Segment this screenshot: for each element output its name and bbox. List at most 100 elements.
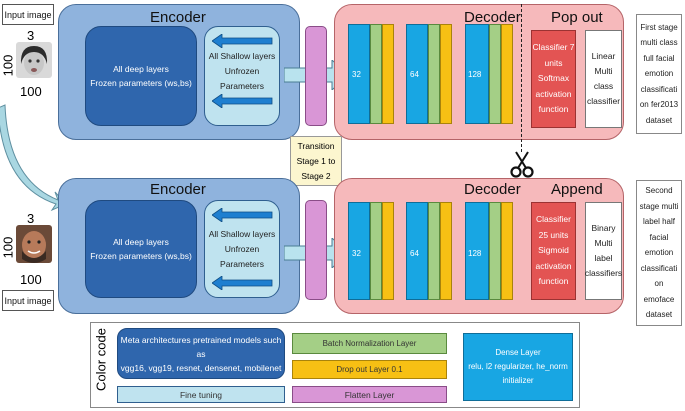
scissors-icon	[510, 151, 534, 178]
stage2-flatten-layer	[305, 200, 327, 300]
legend-dense: Dense Layer relu, l2 regularizer, he_nor…	[463, 333, 573, 401]
legend-dropout: Drop out Layer 0.1	[292, 360, 447, 379]
desc-line: emoface	[643, 294, 675, 304]
cls-line: units	[544, 57, 563, 68]
shallow-line3: Parameters	[220, 258, 264, 269]
desc-line: facial	[649, 232, 669, 242]
stage1-flatten-layer	[305, 26, 327, 126]
channels-label-top: 3	[27, 28, 35, 43]
cls-line: Sigmoid	[538, 245, 569, 256]
width-label-top: 100	[20, 84, 42, 99]
stage1-encoder-title: Encoder	[150, 9, 206, 26]
height-label-bottom: 100	[0, 236, 16, 259]
desc-line: full facial	[643, 53, 675, 63]
shallow-line1: All Shallow layers	[208, 50, 276, 61]
stage2-decoder-title: Decoder	[464, 181, 521, 198]
desc-line: on	[654, 279, 664, 289]
transition-box: Transition Stage 1 to Stage 2	[290, 136, 342, 186]
stage2-bn-128	[489, 202, 501, 300]
stage2-dense-32	[348, 202, 370, 300]
lin-line: class	[593, 81, 614, 91]
stage1-deep-layers: All deep layers Frozen parameters (ws,bs…	[85, 26, 197, 126]
stage1-drop-64	[440, 24, 452, 124]
dense-line2: relu, l2 regularizer, he_norm	[468, 362, 568, 371]
legend-batch-norm: Batch Normalization Layer	[292, 333, 447, 354]
meta-line2: vgg16, vgg19, resnet, densenet, mobilene…	[120, 362, 282, 373]
stage2-append-title: Append	[551, 181, 603, 198]
desc-line: Second	[645, 186, 673, 196]
cls-line: Classifier	[536, 214, 571, 225]
face-photo-bottom	[16, 225, 52, 263]
stage2-bn-64	[428, 202, 440, 300]
bin-line: Multi	[594, 238, 613, 248]
stage2-description: Second stage multi label half facial emo…	[636, 180, 682, 326]
desc-line: multi class	[640, 38, 678, 48]
stage1-unit-32: 32	[352, 70, 361, 79]
dense-line3: initializer	[502, 376, 534, 385]
stage1-popout-title: Pop out	[551, 9, 603, 26]
height-label-top: 100	[0, 54, 16, 77]
channels-label-bottom: 3	[27, 211, 35, 226]
stage1-bn-128	[489, 24, 501, 124]
desc-line: First stage	[640, 22, 678, 32]
stage1-bn-32	[370, 24, 382, 124]
dense-line1: Dense Layer	[495, 348, 541, 357]
desc-line: classificati	[640, 84, 678, 94]
transition-line: Stage 1 to	[296, 155, 336, 166]
desc-line: emotion	[644, 69, 674, 79]
person-photo-icon	[16, 225, 52, 263]
stage2-dense-128	[465, 202, 489, 300]
cls-line: Softmax	[537, 73, 570, 84]
face-photo-top	[16, 42, 52, 78]
cls-line: 25 units	[538, 229, 569, 240]
left-arrow-icon	[212, 208, 273, 222]
shallow-line1: All Shallow layers	[208, 228, 276, 239]
deep-line1: All deep layers	[113, 237, 169, 247]
stage1-bn-64	[428, 24, 440, 124]
stage1-shallow-text: All Shallow layers Unfrozen Parameters	[206, 50, 278, 92]
stage1-unit-128: 128	[468, 70, 482, 79]
desc-line: classificati	[640, 263, 678, 273]
transition-line: Stage 2	[301, 170, 331, 181]
desc-line: emotion	[644, 248, 674, 258]
legend-flatten: Flatten Layer	[292, 386, 447, 403]
stage1-dense-32	[348, 24, 370, 124]
cls-line: activation	[535, 88, 572, 99]
left-arrow-icon	[212, 94, 273, 108]
desc-line: stage multi	[639, 201, 679, 211]
cls-line: function	[538, 104, 569, 115]
cls-line: activation	[535, 260, 572, 271]
transition-line: Transition	[297, 140, 335, 151]
meta-line1: Meta architectures pretrained models suc…	[120, 334, 282, 359]
left-arrow-icon	[212, 34, 273, 48]
stage2-dense-64	[406, 202, 428, 300]
width-label-bottom: 100	[20, 272, 42, 287]
lin-line: classifier	[586, 96, 621, 106]
shallow-line2: Unfrozen	[224, 65, 260, 76]
desc-line: dataset	[645, 115, 673, 125]
stage1-unit-64: 64	[410, 70, 419, 79]
legend-fine-tuning: Fine tuning	[117, 386, 285, 403]
stage2-drop-64	[440, 202, 452, 300]
person-photo-icon	[16, 42, 52, 78]
cls-line: Classifier 7	[532, 42, 575, 53]
shallow-line3: Parameters	[220, 80, 264, 91]
stage1-classifier: Classifier 7 units Softmax activation fu…	[531, 30, 576, 128]
cls-line: function	[538, 276, 569, 287]
input-image-label-bottom: Input image	[2, 290, 54, 311]
deep-line1: All deep layers	[113, 64, 169, 74]
bin-line: classifiers	[584, 268, 623, 278]
stage1-dense-128	[465, 24, 489, 124]
stage2-unit-128: 128	[468, 249, 482, 258]
stage2-deep-layers: All deep layers Frozen parameters (ws,bs…	[85, 200, 197, 298]
deep-line2: Frozen parameters (ws,bs)	[90, 78, 192, 88]
stage2-unit-32: 32	[352, 249, 361, 258]
stage2-drop-32	[382, 202, 394, 300]
desc-line: label half	[642, 217, 676, 227]
stage2-bn-32	[370, 202, 382, 300]
desc-line: dataset	[645, 310, 673, 320]
stage2-encoder-title: Encoder	[150, 181, 206, 198]
deep-line2: Frozen parameters (ws,bs)	[90, 251, 192, 261]
stage1-linear-classifier: Linear Multi class classifier	[585, 30, 622, 128]
bin-line: Binary	[591, 223, 616, 233]
